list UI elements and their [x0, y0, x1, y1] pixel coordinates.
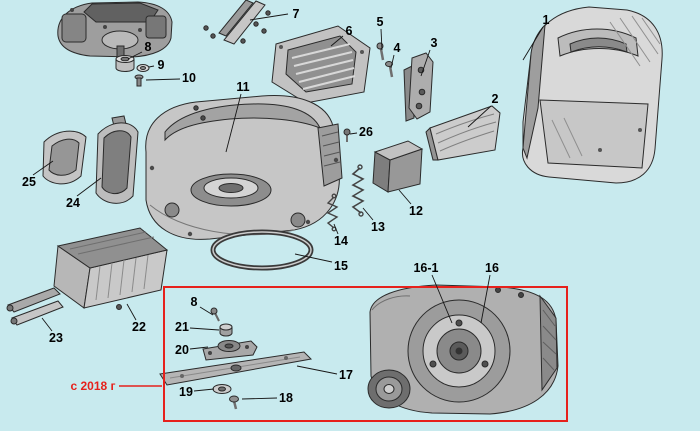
part-3-bracket	[403, 52, 434, 122]
part-1-grass-catcher	[521, 6, 663, 184]
revision-label: с 2018 г	[70, 379, 116, 393]
part-10-bolt	[134, 74, 144, 87]
part-23-bracket	[6, 287, 64, 326]
part-2-deflector	[425, 105, 501, 161]
part-21-spacer	[219, 323, 233, 337]
part-6-vent-cover	[271, 25, 371, 104]
part-26-screw	[343, 128, 351, 142]
part-9-washer	[136, 64, 150, 72]
engine-assembly	[57, 1, 173, 59]
part-7-bracket	[203, 0, 271, 45]
part-11-deck-housing	[145, 95, 343, 240]
part-20-blade-adapter	[202, 340, 258, 361]
part-8-bushing	[115, 55, 135, 72]
part-18-bolt	[229, 395, 239, 410]
part-24-side-panel	[95, 115, 139, 204]
part-4-bolt	[385, 61, 394, 78]
part-22-front-cover	[53, 227, 169, 310]
part-15-belt	[210, 229, 314, 271]
part-16-deck-bottom-view	[367, 284, 559, 415]
part-12-box	[372, 140, 424, 193]
part-25-side-panel	[42, 130, 87, 185]
revision-highlight-box	[163, 286, 568, 422]
part-13-spring	[351, 164, 365, 217]
part-5-bolt	[376, 42, 385, 61]
